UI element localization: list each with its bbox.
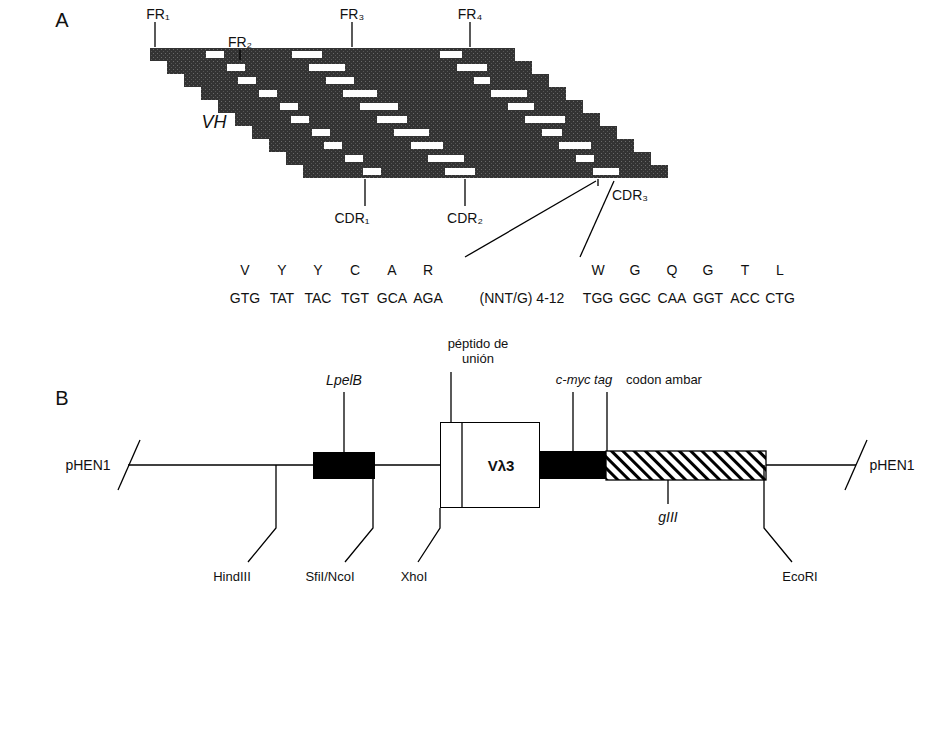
- amino-acid: C: [350, 262, 360, 278]
- cdr-block: [559, 142, 591, 149]
- cdr-block: [593, 168, 619, 175]
- vector-map: [118, 372, 867, 562]
- cdr-block: [428, 155, 464, 162]
- cdr-block: [542, 129, 562, 136]
- cdr-block: [377, 116, 407, 123]
- framework-row: [286, 152, 651, 165]
- amino-acid: W: [591, 262, 604, 278]
- codon-label: codon ambar: [626, 373, 702, 388]
- region-label: CDR₂: [447, 210, 483, 226]
- cdr-block: [508, 103, 534, 110]
- codon: AGA: [413, 290, 443, 306]
- cdr-block: [312, 129, 330, 136]
- codon: GGT: [693, 290, 723, 306]
- vl-domain-box: Vλ3: [440, 422, 540, 508]
- codon: TGT: [341, 290, 369, 306]
- cdr-block: [227, 64, 245, 71]
- framework-row: [269, 139, 634, 152]
- linker-label: péptido de unión: [439, 337, 517, 367]
- cdr-block: [474, 77, 490, 84]
- codon: GGC: [619, 290, 651, 306]
- framework-row: [184, 74, 549, 87]
- panel-letter: B: [55, 387, 68, 410]
- cdr-block: [394, 129, 429, 136]
- cdr-block: [491, 90, 527, 97]
- cdr-block: [360, 103, 398, 110]
- restriction-site: HindIII: [213, 570, 251, 585]
- domain-name: Vλ3: [488, 457, 515, 474]
- cdr-block: [343, 90, 377, 97]
- amino-acid: T: [741, 262, 750, 278]
- cdr-block: [411, 142, 443, 149]
- cdr-block: [309, 64, 345, 71]
- codon: TGG: [583, 290, 613, 306]
- cdr-block: [445, 168, 475, 175]
- signal-peptide-label: LpelB: [326, 372, 362, 388]
- panel-letter: A: [55, 9, 68, 32]
- amino-acid: A: [387, 262, 396, 278]
- codon: GCA: [377, 290, 407, 306]
- framework-row: [218, 100, 583, 113]
- cdr-block: [238, 77, 256, 84]
- cdr-block: [345, 155, 363, 162]
- vector-label: pHEN1: [869, 457, 914, 473]
- vector-label: pHEN1: [65, 457, 110, 473]
- restriction-site: EcoRI: [782, 570, 817, 585]
- cdr-block: [440, 51, 462, 58]
- codon-randomized: (NNT/G) 4-12: [480, 290, 565, 306]
- amino-acid: R: [423, 262, 433, 278]
- framework-row: [201, 87, 566, 100]
- codon: TAC: [305, 290, 332, 306]
- framework-row: [252, 126, 617, 139]
- codon: CAA: [658, 290, 687, 306]
- domain-label: VH: [201, 112, 226, 133]
- restriction-site: XhoI: [401, 570, 428, 585]
- cdr-block: [206, 51, 224, 58]
- cdr-block: [457, 64, 487, 71]
- cdr-block: [525, 116, 565, 123]
- cdr-block: [324, 142, 342, 149]
- amino-acid: G: [630, 262, 641, 278]
- vh-stack: [150, 48, 668, 178]
- cdr-block: [292, 51, 322, 58]
- amino-acid: Y: [277, 262, 286, 278]
- cdr-block: [326, 77, 354, 84]
- region-label: CDR₁: [334, 210, 369, 226]
- amino-acid: Y: [313, 262, 322, 278]
- codon: ACC: [730, 290, 760, 306]
- codon: TAT: [270, 290, 294, 306]
- framework-row: [303, 165, 668, 178]
- framework-row: [167, 61, 532, 74]
- restriction-site: SfiI/NcoI: [305, 570, 354, 585]
- amino-acid: Q: [667, 262, 678, 278]
- framework-row: [150, 48, 515, 61]
- codon: GTG: [230, 290, 260, 306]
- codon: CTG: [765, 290, 795, 306]
- amino-acid: G: [703, 262, 714, 278]
- gene-label: gIII: [658, 509, 677, 525]
- region-label: FR₄: [458, 6, 482, 22]
- amino-acid: L: [776, 262, 784, 278]
- cdr-block: [291, 116, 309, 123]
- leader-lines: [155, 22, 614, 257]
- region-label: FR₃: [340, 6, 364, 22]
- cdr-block: [363, 168, 381, 175]
- cdr-block: [259, 90, 277, 97]
- framework-row: [235, 113, 600, 126]
- region-label: FR₂: [228, 34, 252, 50]
- region-label: FR₁: [146, 6, 169, 22]
- amino-acid: V: [240, 262, 249, 278]
- tag-label: c-myc tag: [556, 373, 612, 388]
- cdr-block: [280, 103, 298, 110]
- cdr-block: [576, 155, 594, 162]
- region-label: CDR₃: [612, 187, 648, 203]
